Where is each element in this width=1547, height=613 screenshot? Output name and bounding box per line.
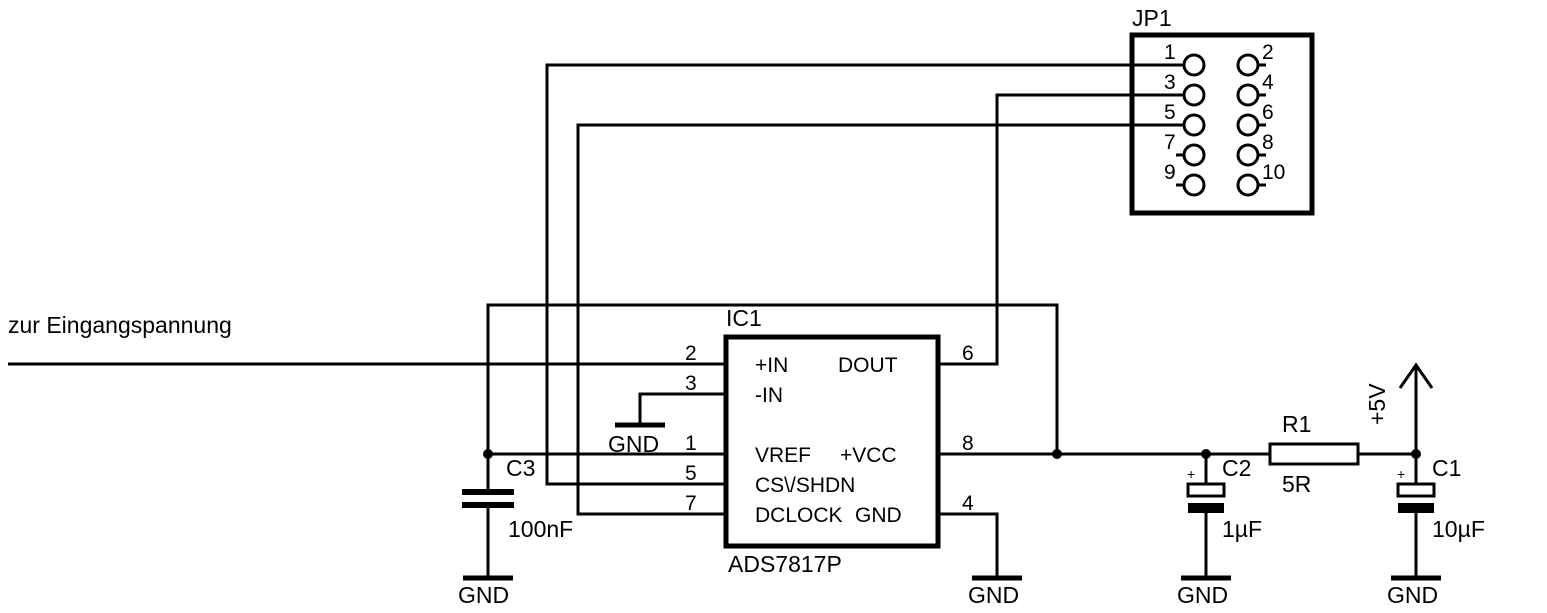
jp1-pin-number: 2 — [1262, 41, 1274, 64]
pin-number-8: 8 — [962, 432, 974, 455]
r1: R1 5R — [1268, 411, 1360, 497]
jp1-pin-number: 5 — [1164, 101, 1176, 124]
supply-arrow-icon — [1398, 362, 1434, 389]
pin-label-vcc: +VCC — [840, 444, 897, 467]
r1-name: R1 — [1282, 411, 1311, 437]
jp1-pin-number: 10 — [1262, 161, 1285, 184]
gnd-label: GND — [1177, 582, 1228, 608]
c3: C3 100nF — [462, 455, 573, 542]
pin-number-6: 6 — [962, 342, 974, 365]
r1-body — [1268, 442, 1360, 466]
pin-label-dclock: DCLOCK — [755, 504, 843, 527]
c2-name: C2 — [1222, 455, 1251, 481]
jp1-pin-pad — [1182, 143, 1206, 167]
gnd-label: GND — [608, 431, 659, 457]
ic1-value: ADS7817P — [728, 551, 842, 577]
supply-label: +5V — [1364, 383, 1390, 425]
pin-number-5: 5 — [685, 462, 697, 485]
junction-dot — [1201, 449, 1211, 459]
jp1-pin-number: 9 — [1164, 161, 1176, 184]
junctions — [483, 449, 1421, 459]
in-minus-gnd-wire — [638, 392, 726, 425]
c1-plate-negative — [1398, 503, 1434, 513]
junction-dot — [1411, 449, 1421, 459]
pin-number-2: 2 — [685, 342, 697, 365]
c1-polarity: + — [1397, 466, 1405, 482]
jp1-body — [1129, 32, 1315, 216]
jp1-pin-pad — [1182, 173, 1206, 197]
jp1-pin-pad — [1236, 83, 1260, 107]
jp1-pin-pad — [1236, 113, 1260, 137]
c3-name: C3 — [506, 455, 535, 481]
jp1-pin-number: 1 — [1164, 41, 1176, 64]
pin-label-cs-shdn: CS\/SHDN — [755, 474, 855, 497]
jp1-pin-pad — [1182, 83, 1206, 107]
jp1-pin-pad — [1182, 113, 1206, 137]
junction-dot — [1052, 449, 1062, 459]
dout-wire — [938, 93, 1184, 366]
jp1-pin-number: 3 — [1164, 71, 1176, 94]
supply-5v: +5V — [1364, 362, 1434, 425]
jp1-pin-number: 4 — [1262, 71, 1274, 94]
jp1-pin-number: 6 — [1262, 101, 1274, 124]
cs-wire — [545, 63, 1184, 486]
jp1-pin-pad — [1236, 53, 1260, 77]
ic1-name: IC1 — [726, 305, 762, 331]
c3-value: 100nF — [508, 516, 573, 542]
c2-plate-negative — [1188, 503, 1224, 513]
jp1-pin-number: 8 — [1262, 131, 1274, 154]
ground-symbols: GND GND GND GND GND — [458, 422, 1441, 608]
pin-number-7: 7 — [685, 492, 697, 515]
c1: + C1 10µF — [1396, 455, 1485, 542]
gnd-label: GND — [1387, 582, 1438, 608]
pin-number-4: 4 — [962, 492, 974, 515]
input-label: zur Eingangspannung — [8, 312, 232, 338]
pin-label-in-plus: +IN — [755, 354, 788, 377]
jp1-pin-pad — [1182, 53, 1206, 77]
c2-value: 1µF — [1222, 516, 1262, 542]
pin-label-gnd: GND — [855, 504, 902, 527]
c1-plate-positive — [1396, 482, 1436, 498]
c1-value: 10µF — [1432, 516, 1485, 542]
pin-number-3: 3 — [685, 372, 697, 395]
r1-value: 5R — [1282, 471, 1311, 497]
gnd-label: GND — [458, 582, 509, 608]
jp1-pin-pad — [1236, 143, 1260, 167]
ic1-body — [723, 334, 941, 549]
gnd-pin-wire — [938, 512, 999, 578]
gnd-label: GND — [968, 582, 1019, 608]
pin-label-dout: DOUT — [838, 354, 898, 377]
c2: + C2 1µF — [1186, 455, 1262, 542]
jp1-pin-number: 7 — [1164, 131, 1176, 154]
vref-vcc-loop-wire — [486, 303, 1059, 492]
pin-label-vref: VREF — [755, 444, 811, 467]
c1-name: C1 — [1432, 455, 1461, 481]
junction-dot — [483, 449, 493, 459]
dclock-wire — [576, 123, 1184, 516]
c2-polarity: + — [1187, 466, 1195, 482]
jp1-name: JP1 — [1132, 5, 1172, 31]
pin-number-1: 1 — [685, 432, 697, 455]
pin-label-in-minus: -IN — [755, 384, 783, 407]
jp1-pin-pad — [1236, 173, 1260, 197]
ic1: IC1 ADS7817P +IN -IN VREF CS\/SHDN DCLOC… — [685, 305, 974, 577]
jp1: JP1 1 2 3 4 5 6 7 8 9 10 — [1129, 5, 1315, 216]
c2-plate-positive — [1186, 482, 1226, 498]
